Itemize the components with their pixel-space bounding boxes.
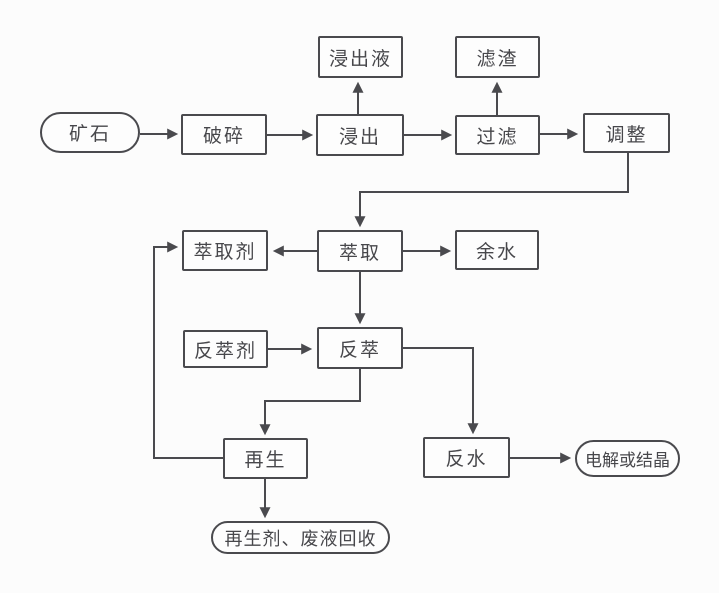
node-filter: 过滤 [455,115,540,155]
node-extract: 萃取 [317,230,403,272]
node-ore: 矿石 [40,112,140,153]
node-surplus-water: 余水 [455,230,539,270]
node-filter-residue: 滤渣 [455,36,540,78]
node-back-water: 反水 [423,437,510,478]
node-extractant: 萃取剂 [182,230,268,271]
edge-regen-to-extractant [153,241,223,459]
node-regeneration: 再生 [223,438,308,479]
edge-adjust-to-extract [354,153,629,228]
node-crush: 破碎 [181,114,267,155]
node-adjust: 调整 [583,113,670,153]
edge-strip-to-regen [259,369,361,436]
edge-strip-to-back-water [403,347,479,435]
node-leach: 浸出 [316,114,404,156]
node-strip-agent: 反萃剂 [183,330,268,368]
node-leachate: 浸出液 [318,36,403,78]
node-electrolysis-or-crystallization: 电解或结晶 [575,440,680,477]
node-strip: 反萃 [317,327,403,369]
node-regenerant-waste-recovery: 再生剂、废液回收 [211,521,390,554]
